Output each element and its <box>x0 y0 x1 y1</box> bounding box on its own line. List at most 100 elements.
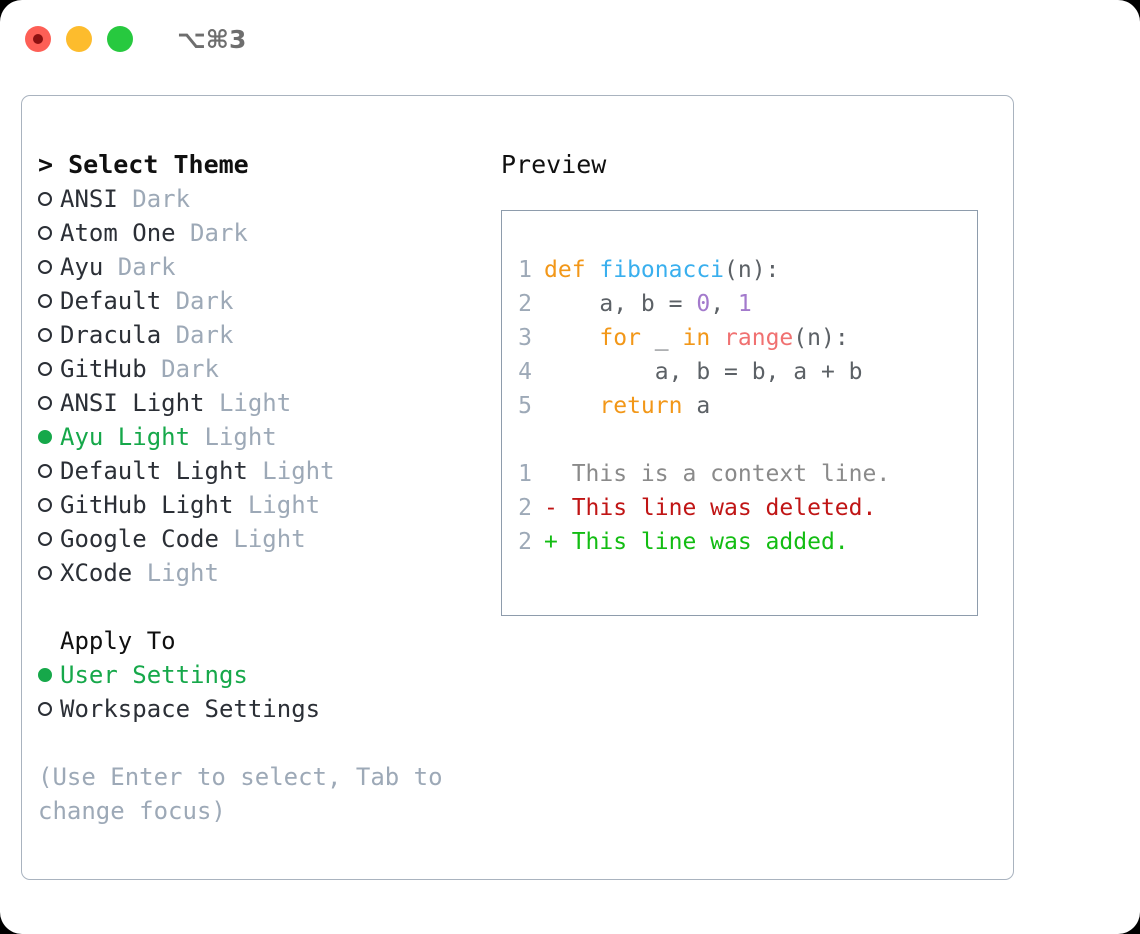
diff-text: + This line was added. <box>544 529 849 555</box>
theme-option-label: ANSI <box>60 185 118 213</box>
line-number: 1 <box>518 461 532 487</box>
radio-glyph <box>38 430 52 444</box>
code-line: 5 return a <box>514 389 890 423</box>
maximize-button[interactable] <box>107 26 133 52</box>
recording-indicator-icon <box>33 34 43 44</box>
radio-glyph <box>38 532 52 546</box>
select-theme-heading: > Select Theme <box>38 150 249 179</box>
theme-variant-tag: Dark <box>117 185 191 213</box>
theme-option-item-4[interactable]: Dracula Dark <box>38 318 488 352</box>
theme-option-label: ANSI Light <box>60 389 205 417</box>
title-bar: ⌥⌘3 <box>0 0 1140 78</box>
close-button[interactable] <box>25 26 51 52</box>
radio-glyph <box>38 498 52 512</box>
preview-title: Preview <box>501 150 607 179</box>
code-token: , <box>710 291 738 317</box>
line-number: 2 <box>518 529 532 555</box>
apply-option-item-0[interactable]: User Settings <box>38 658 488 692</box>
code-token: (n): <box>793 325 849 351</box>
line-number: 1 <box>518 257 532 283</box>
window-controls <box>25 26 133 52</box>
theme-variant-tag: Light <box>132 559 219 587</box>
line-number: 2 <box>518 291 532 317</box>
theme-option-item-3[interactable]: Default Dark <box>38 284 488 318</box>
theme-option-item-2[interactable]: Ayu Dark <box>38 250 488 284</box>
theme-variant-tag: Light <box>218 525 306 553</box>
theme-option-item-9[interactable]: GitHub Light Light <box>38 488 488 522</box>
diff-text: This is a context line. <box>544 461 891 487</box>
theme-option-label: Default <box>60 287 162 315</box>
code-token: _ <box>640 325 683 351</box>
radio-glyph <box>38 464 52 478</box>
minimize-button[interactable] <box>66 26 92 52</box>
section-spacer <box>38 590 488 624</box>
radio-unselected-icon <box>38 522 60 556</box>
apply-to-heading: Apply To <box>60 627 176 655</box>
theme-option-item-6[interactable]: ANSI Light Light <box>38 386 488 420</box>
radio-selected-icon <box>38 420 60 454</box>
radio-glyph <box>38 192 52 206</box>
diff-line: 1 This is a context line. <box>514 457 890 491</box>
radio-unselected-icon <box>38 454 60 488</box>
code-token: return <box>599 393 683 419</box>
theme-variant-tag: Light <box>204 389 292 417</box>
radio-glyph <box>38 226 52 240</box>
line-number: 3 <box>518 325 532 351</box>
keyboard-shortcut-label: ⌥⌘3 <box>177 24 247 54</box>
theme-option-label: XCode <box>60 559 133 587</box>
radio-unselected-icon <box>38 556 60 590</box>
radio-unselected-icon <box>38 250 60 284</box>
theme-option-label: Default Light <box>60 457 248 485</box>
code-token <box>710 325 724 351</box>
theme-variant-tag: Dark <box>161 321 234 349</box>
code-token: fibonacci <box>599 257 725 283</box>
theme-option-item-7[interactable]: Ayu Light Light <box>38 420 488 454</box>
radio-unselected-icon <box>38 352 60 386</box>
line-number: 2 <box>518 495 532 521</box>
theme-variant-tag: Light <box>233 491 321 519</box>
radio-glyph <box>38 260 52 274</box>
radio-unselected-icon <box>38 318 60 352</box>
radio-glyph <box>38 566 52 580</box>
diff-text: - This line was deleted. <box>544 495 877 521</box>
line-number: 5 <box>518 393 532 419</box>
apply-option-label: Workspace Settings <box>60 695 321 723</box>
theme-option-label: Google Code <box>60 525 219 553</box>
theme-option-item-5[interactable]: GitHub Dark <box>38 352 488 386</box>
code-diff-separator <box>514 423 890 457</box>
code-token: range <box>724 325 794 351</box>
radio-glyph <box>38 702 52 716</box>
code-token <box>544 325 599 351</box>
code-token: a <box>682 393 711 419</box>
diff-line: 2 - This line was deleted. <box>514 491 890 525</box>
radio-glyph <box>38 294 52 308</box>
radio-glyph <box>38 362 52 376</box>
radio-unselected-icon <box>38 216 60 250</box>
theme-option-item-1[interactable]: Atom One Dark <box>38 216 488 250</box>
theme-variant-tag: Light <box>247 457 335 485</box>
theme-variant-tag: Dark <box>161 287 234 315</box>
code-token <box>544 393 599 419</box>
theme-option-item-10[interactable]: Google Code Light <box>38 522 488 556</box>
apply-option-item-1[interactable]: Workspace Settings <box>38 692 488 726</box>
code-line: 4 a, b = b, a + b <box>514 355 890 389</box>
theme-variant-tag: Dark <box>103 253 176 281</box>
radio-glyph <box>38 396 52 410</box>
code-token: a, b = <box>544 291 697 317</box>
line-number: 4 <box>518 359 532 385</box>
radio-unselected-icon <box>38 182 60 216</box>
theme-option-label: GitHub <box>60 355 147 383</box>
theme-option-item-11[interactable]: XCode Light <box>38 556 488 590</box>
radio-unselected-icon <box>38 284 60 318</box>
theme-option-item-0[interactable]: ANSI Dark <box>38 182 488 216</box>
theme-option-item-8[interactable]: Default Light Light <box>38 454 488 488</box>
theme-variant-tag: Light <box>190 423 277 451</box>
